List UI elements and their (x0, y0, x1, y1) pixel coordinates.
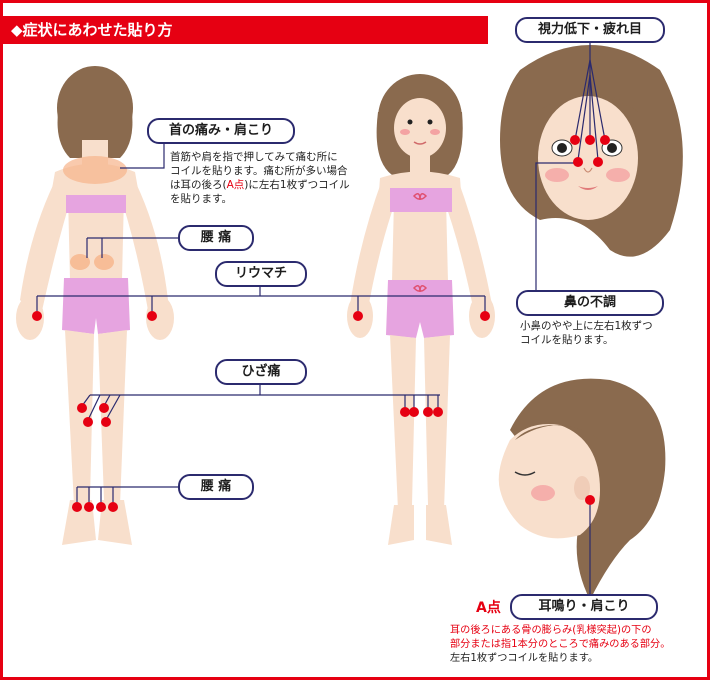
front-figure (347, 74, 495, 545)
desc-neck-line1: 首筋や肩を指で押してみて痛む所に (170, 151, 338, 163)
desc-neck-line4: を貼ります。 (170, 193, 232, 205)
point-lowerback-4 (108, 502, 118, 512)
point-nose-right (593, 157, 603, 167)
label-tinnitus: 耳鳴り・肩こり (510, 594, 658, 620)
point-nose-left (573, 157, 583, 167)
label-lower-back-2: 腰 痛 (178, 474, 254, 500)
point-knee-front-1 (400, 407, 410, 417)
desc-neck-line3-post: )に左右1枚ずつコイル (244, 179, 350, 191)
desc-tinnitus-line3: 左右1枚ずつコイルを貼ります。 (450, 653, 599, 664)
point-eye-3 (600, 135, 610, 145)
desc-tinnitus: 耳の後ろにある骨の膨らみ(乳様突起)の下の 部分または指1本分のところで痛みのあ… (450, 624, 705, 666)
point-eye-2 (585, 135, 595, 145)
point-knee-back-4 (101, 417, 111, 427)
point-knee-front-2 (409, 407, 419, 417)
label-nose: 鼻の不調 (516, 290, 664, 316)
point-knee-front-4 (433, 407, 443, 417)
desc-tinnitus-line2: 部分または指1本分のところで痛みのある部分。 (450, 639, 671, 650)
desc-nose-line1: 小鼻のやや上に左右1枚ずつ (520, 320, 653, 332)
label-rheumatism: リウマチ (215, 261, 307, 287)
desc-nose: 小鼻のやや上に左右1枚ずつ コイルを貼ります。 (520, 319, 700, 347)
point-knee-front-3 (423, 407, 433, 417)
point-rheumatism-front-left (353, 311, 363, 321)
side-face (498, 378, 666, 600)
label-neck-shoulder: 首の痛み・肩こり (147, 118, 295, 144)
point-lowerback-1 (72, 502, 82, 512)
point-eye-1 (570, 135, 580, 145)
label-eye-strain: 視力低下・疲れ目 (515, 17, 665, 43)
label-knee-pain: ひざ痛 (215, 359, 307, 385)
coil-points (32, 135, 610, 512)
desc-neck-line3: は耳の後ろ(A点)に左右1枚ずつコイル (170, 178, 390, 192)
point-knee-back-3 (83, 417, 93, 427)
a-point-label: A点 (476, 600, 501, 616)
point-knee-back-1 (77, 403, 87, 413)
label-lower-back-1: 腰 痛 (178, 225, 254, 251)
point-lowerback-2 (84, 502, 94, 512)
connector-lines (36, 42, 606, 597)
back-figure (16, 66, 174, 545)
desc-neck-shoulder: 首筋や肩を指で押してみて痛む所に コイルを貼ります。痛む所が多い場合 は耳の後ろ… (170, 150, 390, 206)
point-rheumatism-back-left (32, 311, 42, 321)
page-title: ◆症状にあわせた貼り方 (3, 16, 488, 44)
desc-neck-line3-red: A点 (226, 179, 245, 191)
desc-nose-line2: コイルを貼ります。 (520, 334, 614, 346)
desc-neck-line2: コイルを貼ります。痛む所が多い場合 (170, 165, 348, 177)
face-closeup (500, 45, 683, 257)
point-rheumatism-front-right (480, 311, 490, 321)
desc-tinnitus-line1: 耳の後ろにある骨の膨らみ(乳様突起)の下の (450, 625, 652, 636)
point-rheumatism-back-right (147, 311, 157, 321)
point-lowerback-3 (96, 502, 106, 512)
point-knee-back-2 (99, 403, 109, 413)
point-a (585, 495, 595, 505)
desc-neck-line3-pre: は耳の後ろ( (170, 179, 227, 191)
